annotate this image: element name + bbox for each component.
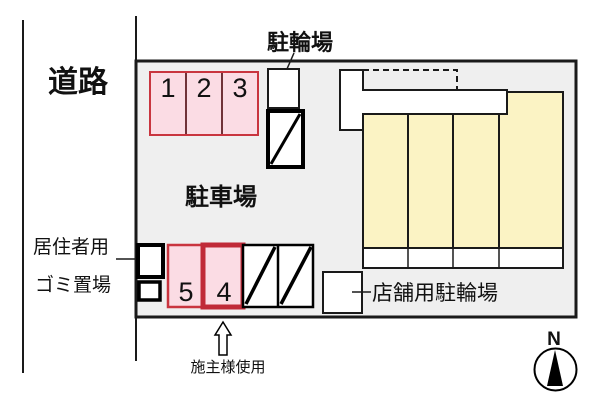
owner-arrow-icon: [213, 320, 233, 356]
north-label: N: [547, 329, 561, 350]
building-lower-strip: [362, 247, 564, 269]
space-number: 4: [216, 277, 231, 307]
bicycle-parking-box: [267, 68, 300, 109]
compass-needle-icon: [547, 350, 563, 386]
resident-garbage-label-line1: 居住者用: [33, 236, 109, 258]
road-label: 道路: [48, 66, 109, 99]
owner-use-label: 施主様使用: [190, 359, 265, 376]
compass: N: [533, 329, 578, 392]
space-number: 5: [178, 277, 193, 307]
parking-space-5: [166, 243, 205, 309]
bicycle-parking-label: 駐輪場: [267, 30, 333, 55]
space-number: 3: [232, 73, 247, 103]
building-dashed-outline: [363, 69, 458, 90]
hatched-box-top: [266, 109, 305, 169]
store-bicycle-label: 店舗用駐輪場: [372, 282, 498, 305]
garbage-box-large: [136, 243, 165, 279]
resident-garbage-label-line2: ゴミ置場: [35, 274, 111, 296]
building-unit-3: [452, 113, 500, 249]
space-number: 1: [160, 73, 175, 103]
hatched-box-bottom: [241, 243, 315, 309]
compass-circle: [533, 347, 578, 392]
building: [339, 69, 564, 269]
building-unit-1: [362, 113, 409, 249]
building-unit-4: [498, 91, 564, 249]
garbage-box-small: [137, 280, 162, 302]
parking-space-4: [200, 242, 246, 310]
parking-lot-label: 駐車場: [185, 183, 257, 211]
spaces-1-3-block: [149, 71, 259, 136]
parking-spaces-1-3: 1 2 3: [149, 71, 259, 136]
space-number: 2: [196, 73, 211, 103]
building-unit-2: [407, 113, 454, 249]
